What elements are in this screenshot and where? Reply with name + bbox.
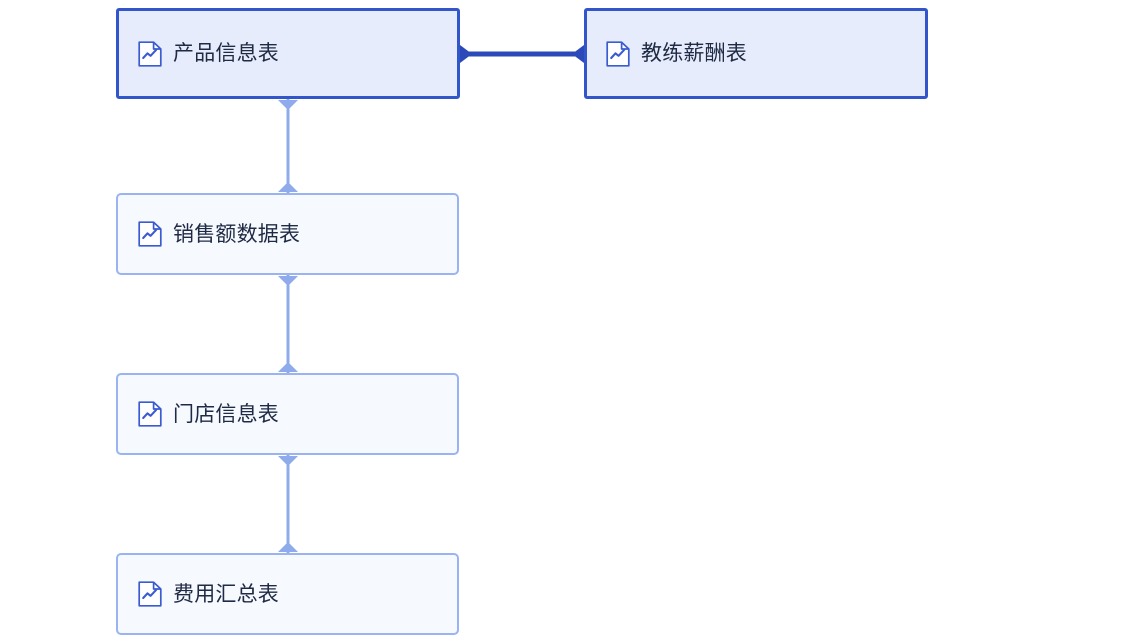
edge-product-info-to-coach-salary[interactable] — [460, 45, 584, 63]
chart-document-icon — [138, 581, 162, 607]
arrowhead-down — [278, 362, 298, 372]
chart-document-icon — [138, 40, 162, 67]
arrowhead-up — [278, 100, 298, 110]
arrowhead-down — [278, 542, 298, 552]
edge-product-info-to-sales-amount[interactable] — [278, 99, 298, 193]
arrowhead-up — [278, 456, 298, 466]
edge-sales-amount-to-store-info[interactable] — [278, 275, 298, 373]
arrowhead-up — [278, 276, 298, 286]
arrowhead-down — [278, 182, 298, 192]
node-label: 门店信息表 — [173, 402, 279, 426]
node-store-info[interactable]: 门店信息表 — [116, 373, 459, 455]
chart-document-icon — [138, 221, 162, 247]
node-expense-summary[interactable]: 费用汇总表 — [116, 553, 459, 635]
edge-store-info-to-expense-summary[interactable] — [278, 455, 298, 553]
arrowhead-right — [572, 45, 584, 63]
node-label: 销售额数据表 — [173, 222, 301, 246]
node-label: 教练薪酬表 — [641, 42, 747, 65]
chart-document-icon — [138, 401, 162, 427]
node-product-info[interactable]: 产品信息表 — [116, 8, 460, 99]
node-label: 产品信息表 — [173, 42, 279, 65]
node-coach-salary[interactable]: 教练薪酬表 — [584, 8, 928, 99]
chart-document-icon — [606, 40, 630, 67]
arrowhead-left — [460, 45, 472, 63]
node-label: 费用汇总表 — [173, 582, 279, 606]
node-sales-amount[interactable]: 销售额数据表 — [116, 193, 459, 275]
